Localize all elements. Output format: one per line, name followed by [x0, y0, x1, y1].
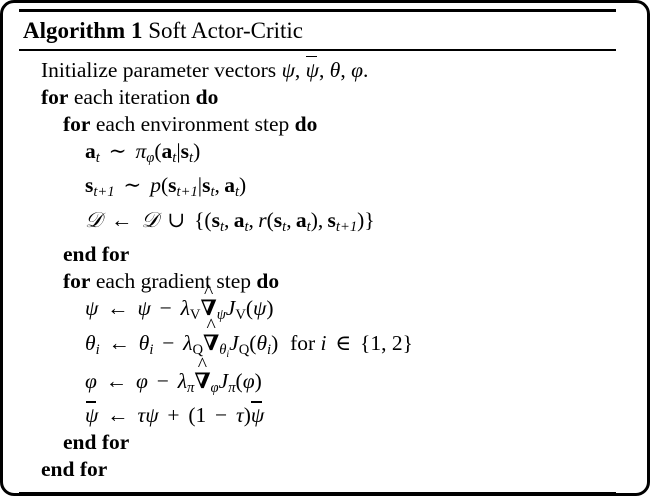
- symbol-nabla-hat: ∇: [200, 295, 216, 322]
- algorithm-number: 1: [130, 18, 143, 43]
- for-gradient-step-text: each gradient step: [95, 269, 252, 294]
- symbol-lambda: λ: [183, 330, 193, 355]
- for-iteration-text: each iteration: [73, 84, 191, 109]
- symbol-index-i: i: [320, 330, 327, 355]
- operator-union: ∪: [167, 207, 186, 232]
- symbol-psi: ψ: [281, 57, 295, 82]
- symbol-replay-buffer: 𝒟: [141, 207, 159, 233]
- keyword-for: for: [41, 84, 69, 109]
- symbol-tau: τ: [236, 403, 244, 428]
- operator-minus: −: [162, 330, 175, 355]
- symbol-objective-j: J: [229, 330, 239, 355]
- symbol-nabla-hat: ∇: [194, 368, 210, 395]
- symbol-psi-bar: ψ: [251, 401, 264, 429]
- operator-element-of: ∈: [335, 330, 352, 355]
- symbol-psi: ψ: [137, 296, 151, 321]
- keyword-for: for: [63, 112, 91, 136]
- algorithm-line-end-for-iteration: end for: [19, 456, 619, 483]
- operator-minus: −: [156, 368, 169, 393]
- symbol-nabla-hat: ∇: [203, 330, 219, 357]
- algorithm-line-for-gradient-step: for each gradient step do: [19, 268, 619, 295]
- keyword-end-for: end for: [63, 242, 130, 267]
- symbol-policy: π: [135, 139, 147, 164]
- algorithm-title-rule: [19, 49, 616, 51]
- algorithm-line-buffer-update: 𝒟 ← 𝒟 ∪ {(st, at, r(st, at), st+1)}: [85, 207, 375, 235]
- algorithm-label: Algorithm: [23, 18, 126, 43]
- symbol-tau: τ: [137, 403, 146, 428]
- algorithm-line-update-psi: ψ ← ψ − λV∇ψJV(ψ): [19, 295, 619, 329]
- operator-assign: ←: [105, 368, 128, 393]
- symbol-action: a: [85, 139, 96, 164]
- index-set: {1, 2}: [360, 330, 413, 355]
- symbol-psi: ψ: [85, 296, 99, 321]
- symbol-state: s: [85, 173, 94, 198]
- keyword-for: for: [63, 269, 91, 294]
- symbol-phi: φ: [351, 57, 363, 82]
- algorithm-line-update-target: ψ ← τψ + (1 − τ)ψ: [19, 401, 619, 429]
- symbol-objective-j: J: [225, 296, 236, 321]
- algorithm-line-end-for-gradient: end for: [19, 429, 619, 456]
- theta-condition-text: for: [290, 330, 316, 355]
- algorithm-line-sample-action: at ∼ πφ(at|st): [85, 139, 201, 167]
- keyword-do: do: [294, 112, 318, 136]
- algorithm-line-for-env-step: for each environment step do: [19, 111, 619, 138]
- for-env-step-text: each environment step: [95, 112, 290, 136]
- algorithm-top-rule: [19, 9, 616, 12]
- algorithm-bottom-rule: [19, 491, 616, 493]
- algorithm-line-end-for-env: end for: [19, 241, 619, 268]
- symbol-phi: φ: [85, 368, 97, 393]
- symbol-transition-density: p: [150, 173, 161, 198]
- init-text: Initialize parameter vectors: [41, 57, 277, 82]
- operator-distributed-as: ∼: [108, 139, 127, 164]
- operator-minus: −: [159, 296, 172, 321]
- symbol-objective-j: J: [218, 368, 229, 393]
- symbol-lambda: λ: [177, 368, 188, 393]
- algorithm-line-update-theta: θi ← θi − λQ∇θiJQ(θi) for i ∈ {1, 2}: [19, 330, 619, 368]
- algorithm-title: Algorithm 1 Soft Actor-Critic: [19, 12, 619, 49]
- algorithm-line-init: Initialize parameter vectors ψ, ψ, θ, φ.: [19, 55, 619, 84]
- symbol-lambda: λ: [180, 296, 190, 321]
- symbol-psi-bar: ψ: [306, 55, 319, 84]
- keyword-end-for: end for: [63, 430, 130, 455]
- operator-assign: ←: [110, 207, 133, 232]
- symbol-theta: θ: [85, 330, 96, 355]
- symbol-theta: θ: [329, 57, 341, 82]
- algorithm-line-for-iteration: for each iteration do: [19, 84, 619, 111]
- operator-plus: +: [167, 403, 180, 428]
- operator-assign: ←: [108, 330, 130, 355]
- keyword-do: do: [195, 84, 219, 109]
- symbol-psi: ψ: [145, 403, 159, 428]
- operator-assign: ←: [107, 296, 129, 321]
- algorithm-block: Algorithm 1 Soft Actor-Critic Initialize…: [19, 9, 619, 493]
- algorithm-line-sample-next-state: st+1 ∼ p(st+1|st, at): [85, 173, 247, 201]
- symbol-phi: φ: [136, 368, 148, 393]
- operator-assign: ←: [107, 403, 129, 428]
- algorithm-name: Soft Actor-Critic: [148, 18, 303, 43]
- algorithm-line-update-phi: φ ← φ − λπ∇φJπ(φ): [19, 368, 619, 402]
- operator-minus: −: [215, 403, 228, 428]
- symbol-replay-buffer: 𝒟: [85, 207, 103, 233]
- symbol-theta: θ: [138, 330, 150, 355]
- operator-distributed-as: ∼: [123, 173, 142, 198]
- keyword-do: do: [256, 269, 280, 294]
- algorithm-body: Initialize parameter vectors ψ, ψ, θ, φ.…: [19, 51, 619, 492]
- symbol-psi-bar: ψ: [85, 401, 98, 429]
- init-period: .: [363, 57, 369, 82]
- symbol-reward: r: [258, 207, 267, 232]
- keyword-end-for: end for: [41, 457, 108, 482]
